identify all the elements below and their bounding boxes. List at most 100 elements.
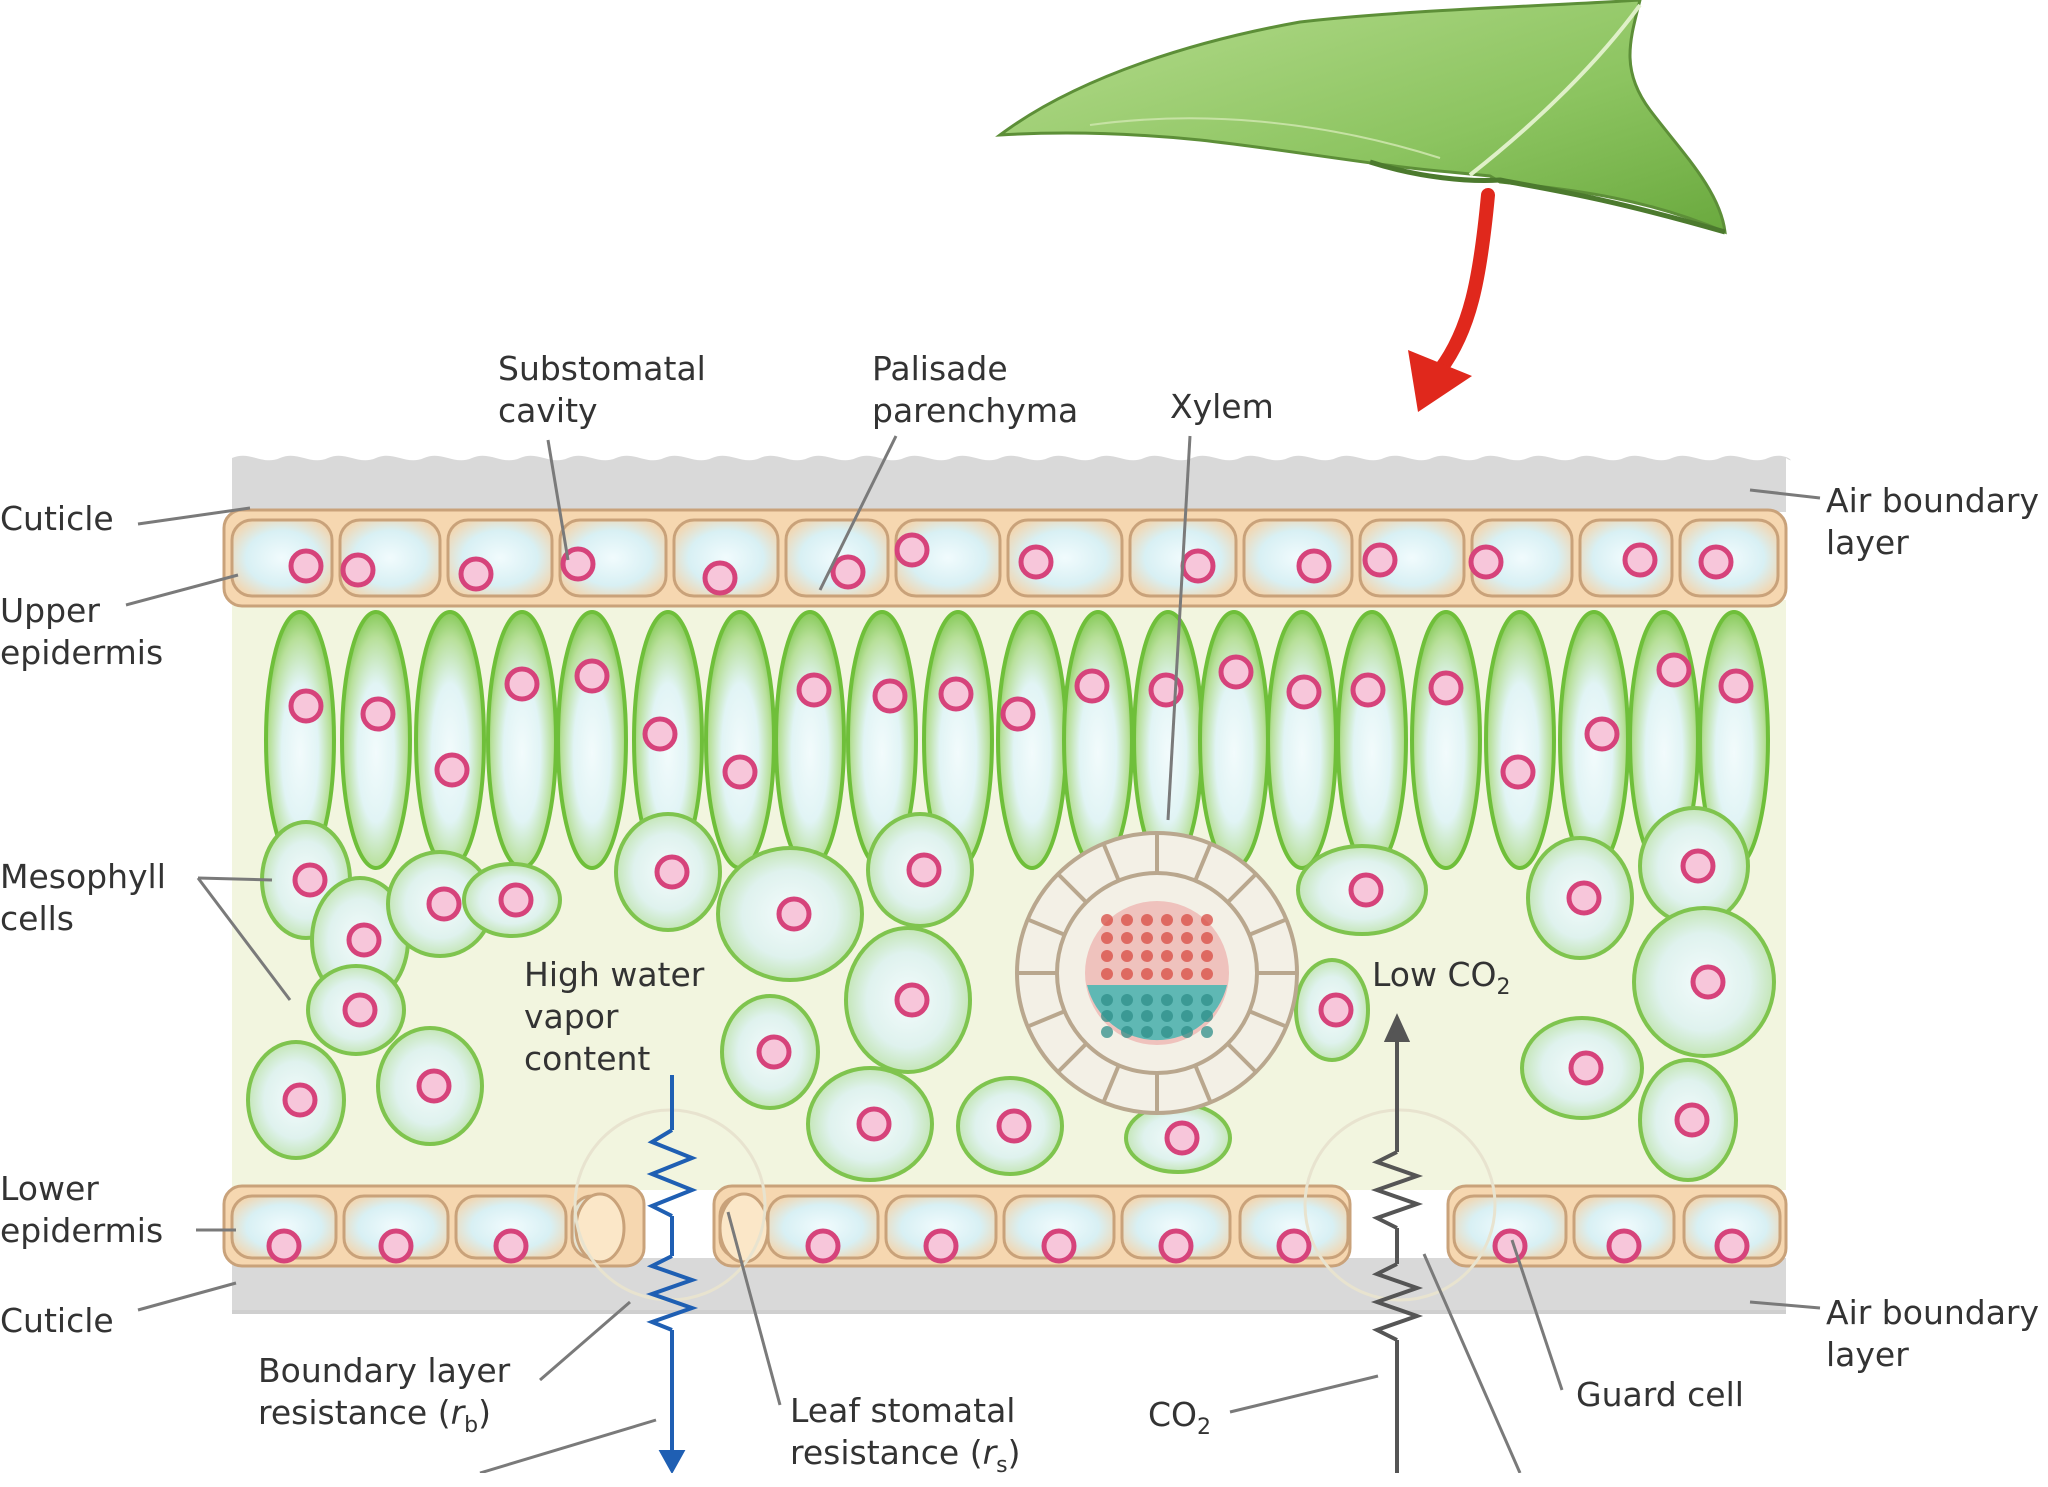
xylem-vessel [1161,932,1173,944]
xylem-vessel [1121,950,1133,962]
label-leaf-stomatal-resistance: Leaf stomatal resistance (rs) [790,1391,1021,1478]
cell-nucleus [560,546,596,582]
cell-nucleus [1074,668,1110,704]
leaf-vein [1089,117,1441,159]
palisade-cells [264,610,1770,870]
cell-nucleus [1566,880,1602,916]
phloem-cell [1141,1010,1153,1022]
cell-nucleus [266,1228,302,1264]
cell-nucleus [342,992,378,1028]
xylem-vessel [1181,968,1193,980]
xylem-vessel [1101,914,1113,926]
zoom-arrow-head [1408,350,1472,412]
phloem-cell [1121,1010,1133,1022]
cell-nucleus [1180,548,1216,584]
palisade-cell [1410,610,1482,870]
bundle-sheath-wall [1101,1064,1121,1104]
palisade-cell [340,610,412,870]
cell-nucleus [288,688,324,724]
cell-nucleus [282,1082,318,1118]
cell-nucleus [1656,652,1692,688]
cell-nucleus [288,548,324,584]
bundle-sheath-wall [1193,842,1213,882]
xylem-vessel [1201,968,1213,980]
label-palisade-parenchyma: Palisade parenchyma [872,349,1079,430]
xylem-vessel [1141,932,1153,944]
palisade-cell [1484,610,1556,870]
label-boundary-layer-resistance: Boundary layer resistance (rb) [258,1351,511,1438]
phloem-cell [1201,994,1213,1006]
palisade-cell [1132,610,1204,870]
phloem-cell [1181,1026,1193,1038]
cell-nucleus [1468,544,1504,580]
phloem-cell [1161,994,1173,1006]
cell-nucleus [1218,654,1254,690]
phloem-cell [1201,1026,1213,1038]
cell-nucleus [1362,542,1398,578]
xylem-vessel [1181,932,1193,944]
xylem-vessel [1141,914,1153,926]
cell-nucleus [894,982,930,1018]
cell-nucleus [1690,964,1726,1000]
cell-nucleus [1584,716,1620,752]
cell-nucleus [574,658,610,694]
zoom-arrow [1433,188,1495,377]
phloem-cell [1181,1010,1193,1022]
cell-nucleus [1148,672,1184,708]
label-xylem: Xylem [1170,387,1274,426]
bundle-sheath-wall [1056,872,1088,904]
water-vapor-path [645,1075,699,1473]
label-lower-epidermis: Lower epidermis [0,1169,164,1250]
cell-nucleus [434,752,470,788]
cell-nucleus [830,554,866,590]
label-substomatal-cavity: Substomatal cavity [498,349,706,430]
cell-nucleus [1296,548,1332,584]
palisade-cell [556,610,628,870]
upper-epidermis-cell [1358,518,1466,598]
cell-nucleus [906,852,942,888]
label-cuticle-bottom: Cuticle [0,1301,114,1340]
cell-nucleus [1500,754,1536,790]
label-guard-cell: Guard cell [1576,1375,1744,1414]
cell-nucleus [702,560,738,596]
cell-nucleus [1318,992,1354,1028]
cell-nucleus [1286,674,1322,710]
phloem-cell [1121,994,1133,1006]
xylem-vessel [1201,950,1213,962]
cell-nucleus [360,696,396,732]
vascular-bundle [1015,831,1299,1115]
palisade-cell [774,610,846,870]
spongy-mesophyll-cells [246,806,1776,1182]
upper-epidermis-cells [222,508,1788,608]
phloem-cell [1101,1010,1113,1022]
cell-nucleus [1568,1050,1604,1086]
palisade-cell [1198,610,1270,870]
cell-nucleus [1718,668,1754,704]
phloem-cell [1161,1010,1173,1022]
cell-nucleus [458,556,494,592]
palisade-cell [996,610,1068,870]
upper-boundary-layer [232,455,1791,512]
cell-nucleus [938,676,974,712]
bundle-sheath-wall [1248,1009,1288,1029]
phloem-cell [1101,1026,1113,1038]
guard-cell-left-a [574,1192,626,1264]
label-air-boundary-top: Air boundary layer [1826,481,2040,562]
xylem-vessel [1141,968,1153,980]
cell-nucleus [642,716,678,752]
cell-nucleus [1492,1228,1528,1264]
xylem-vessel [1161,950,1173,962]
label-high-water-vapor: High water vapor content [524,955,705,1078]
xylem-vessel [1181,914,1193,926]
cell-nucleus [504,666,540,702]
leaf-midrib [1468,3,1642,177]
xylem-vessel [1141,950,1153,962]
palisade-cell [704,610,776,870]
palisade-cell [486,610,558,870]
upper-epidermis-cell [672,518,780,598]
phloem-cell [1121,1026,1133,1038]
upper-epidermis-cell [1242,518,1354,598]
xylem-vessel [1201,932,1213,944]
xylem-vessel [1201,914,1213,926]
